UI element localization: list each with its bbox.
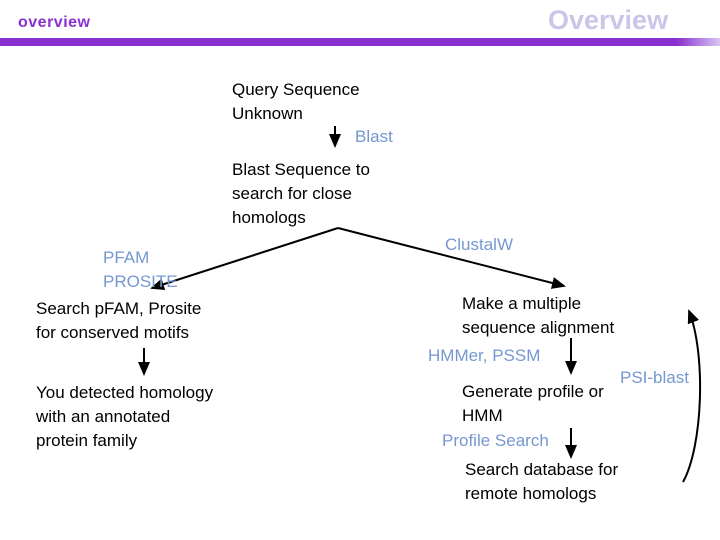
- pfam-step-text: Search pFAM, Prosite for conserved motif…: [36, 299, 202, 342]
- profile-search-tool-label: Profile Search: [442, 431, 549, 450]
- pfam-prosite-tool-label: PFAM PROSITE: [103, 248, 178, 291]
- arrow-branch-left-icon: [150, 227, 339, 291]
- psi-blast-tool-label: PSI-blast: [620, 368, 689, 387]
- slide-title-small: overview: [18, 14, 91, 31]
- blast-tool-label: Blast: [355, 127, 393, 146]
- homology-result-text: You detected homology with an annotated …: [36, 383, 214, 450]
- hmmer-pssm-tool-label: HMMer, PSSM: [428, 346, 541, 365]
- arrow-iterate-loop-icon: [682, 309, 702, 483]
- blast-step-text: Blast Sequence to search for close homol…: [232, 160, 370, 227]
- profile-step-text: Generate profile or HMM: [462, 382, 604, 425]
- query-sequence-text: Query Sequence Unknown: [232, 80, 360, 123]
- remote-step-text: Search database for remote homologs: [465, 460, 619, 503]
- clustalw-tool-label: ClustalW: [445, 235, 514, 254]
- header-divider-bar: [0, 38, 720, 46]
- slide-title-large: Overview: [548, 5, 669, 35]
- alignment-step-text: Make a multiple sequence alignment: [462, 294, 615, 337]
